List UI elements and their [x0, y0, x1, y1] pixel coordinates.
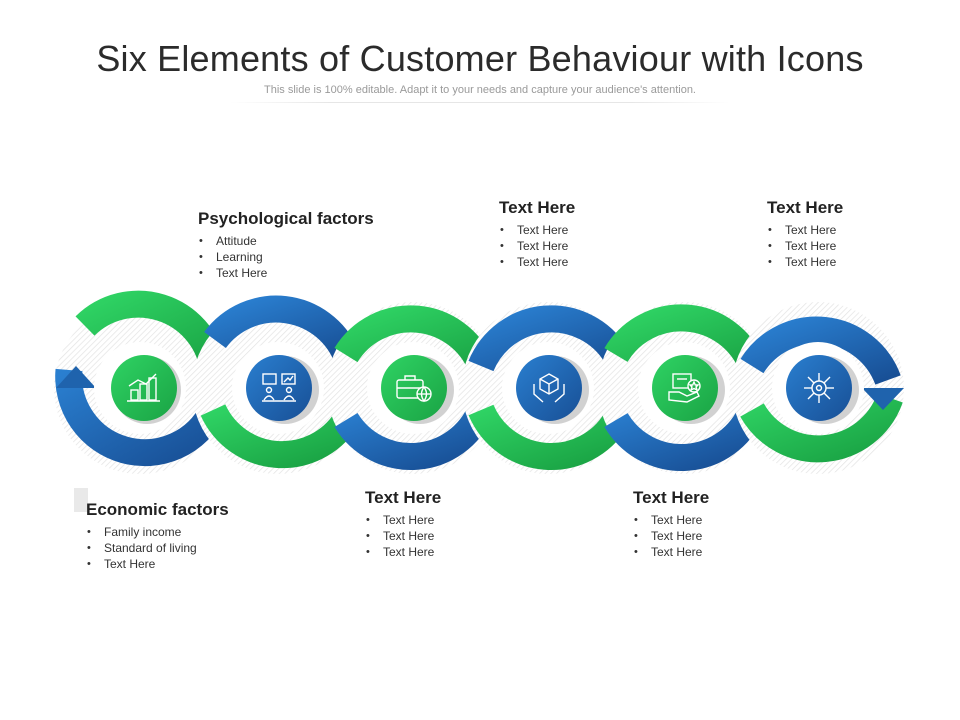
step-6-ring: [732, 302, 904, 474]
step-2-bullets: Attitude Learning Text Here: [198, 233, 374, 281]
bullet: Learning: [198, 249, 374, 265]
step-3-text: Text Here Text Here Text Here Text Here: [365, 488, 441, 560]
step-3-heading: Text Here: [365, 488, 442, 507]
step-1-bullets: Family income Standard of living Text He…: [86, 524, 229, 572]
finance-chart-icon: [127, 373, 160, 402]
step-3-bullets: Text Here Text Here Text Here: [365, 512, 441, 560]
network-hub-icon: [804, 373, 834, 403]
start-arrow-icon: [56, 366, 96, 388]
end-arrow-icon: [862, 388, 904, 410]
bullet: Family income: [86, 524, 229, 540]
bullet: Text Here: [86, 556, 229, 572]
step-5-bullets: Text Here Text Here Text Here: [633, 512, 709, 560]
step-6-bullets: Text Here Text Here Text Here: [767, 222, 843, 270]
step-4-heading: Text Here: [499, 198, 576, 217]
bullet: Text Here: [767, 222, 843, 238]
slide-title: Six Elements of Customer Behaviour with …: [96, 38, 864, 79]
package-hands-icon: [533, 373, 565, 403]
step-6-heading: Text Here: [767, 198, 844, 217]
step-5-heading: Text Here: [633, 488, 710, 507]
bullet: Text Here: [633, 528, 709, 544]
bullet: Text Here: [365, 544, 441, 560]
product-rating-icon: [668, 373, 701, 403]
step-2-heading: Psychological factors: [198, 209, 374, 228]
step-4-text: Text Here Text Here Text Here Text Here: [499, 198, 575, 270]
bullet: Text Here: [767, 254, 843, 270]
step-6-text: Text Here Text Here Text Here Text Here: [767, 198, 843, 270]
step-2-ring: [192, 295, 364, 474]
bullet: Standard of living: [86, 540, 229, 556]
bullet: Attitude: [198, 233, 374, 249]
step-1-text: Economic factors Family income Standard …: [74, 488, 229, 572]
slide-subtitle: This slide is 100% editable. Adapt it to…: [264, 84, 696, 96]
step-1-heading: Economic factors: [86, 500, 229, 519]
bullet: Text Here: [767, 238, 843, 254]
step-5-text: Text Here Text Here Text Here Text Here: [633, 488, 709, 560]
bullet: Text Here: [365, 512, 441, 528]
step-2-text: Psychological factors Attitude Learning …: [198, 209, 374, 281]
bullet: Text Here: [365, 528, 441, 544]
bullet: Text Here: [499, 254, 575, 270]
step-4-bullets: Text Here Text Here Text Here: [499, 222, 575, 270]
bullet: Text Here: [499, 222, 575, 238]
global-briefcase-icon: [396, 375, 432, 403]
bullet: Text Here: [633, 544, 709, 560]
bullet: Text Here: [198, 265, 374, 281]
bullet: Text Here: [499, 238, 575, 254]
bullet: Text Here: [633, 512, 709, 528]
analytics-meeting-icon: [262, 373, 296, 402]
step-4-ring: [462, 302, 634, 474]
subtitle-divider: [230, 102, 730, 103]
